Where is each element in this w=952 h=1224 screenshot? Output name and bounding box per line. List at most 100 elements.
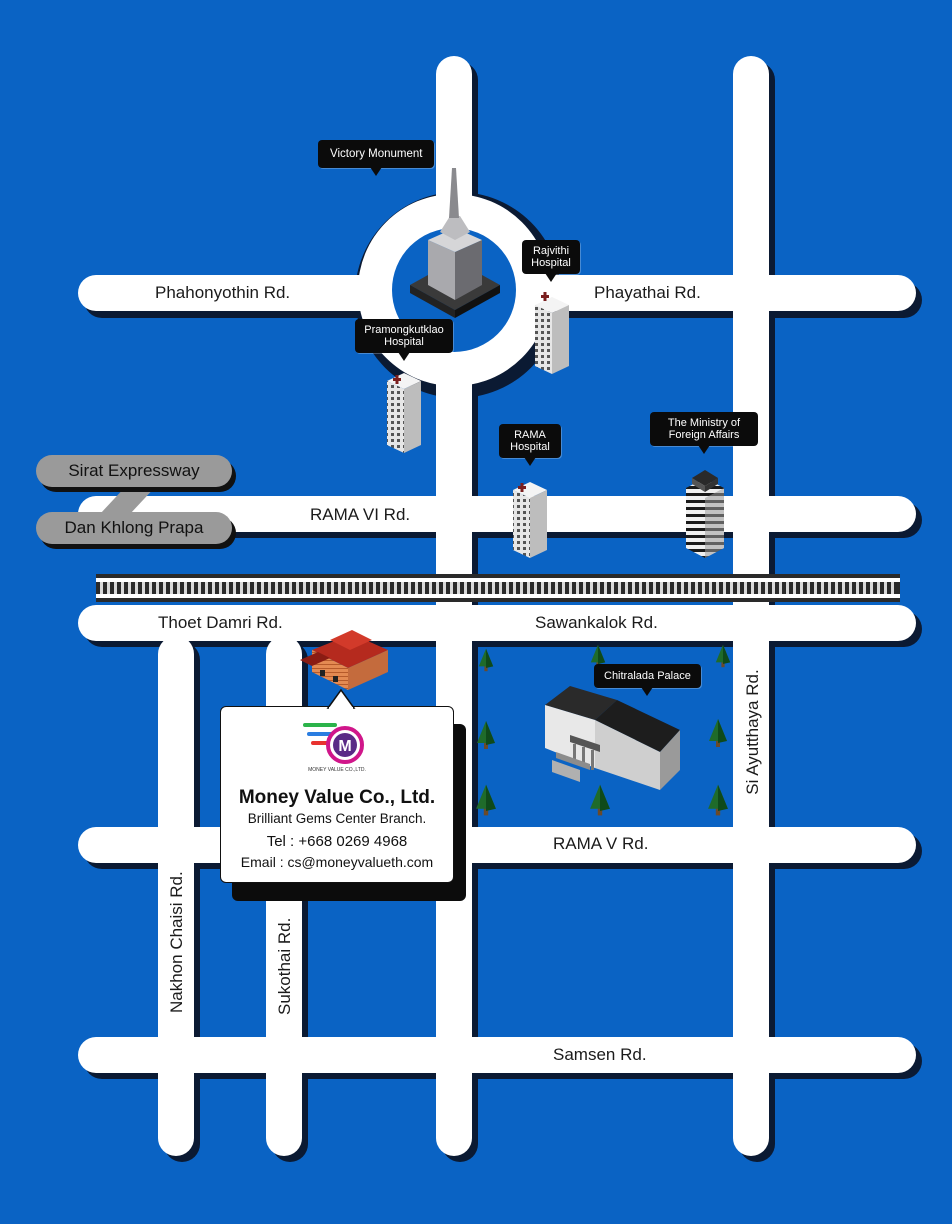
railway-sleeper (380, 582, 383, 594)
railway-sleeper (429, 582, 432, 594)
railway-sleeper (317, 582, 320, 594)
railway-sleeper (492, 582, 495, 594)
railway-sleeper (373, 582, 376, 594)
railway-sleeper (506, 582, 509, 594)
railway-sleeper (261, 582, 264, 594)
callout-rama-line1: RAMA (514, 429, 546, 441)
railway-sleeper (695, 582, 698, 594)
railway-sleeper (464, 582, 467, 594)
callout-ministry-foreign-affairs: The Ministry of Foreign Affairs (650, 412, 758, 454)
railway-sleeper (800, 582, 803, 594)
railway-sleeper (478, 582, 481, 594)
railway-sleeper (856, 582, 859, 594)
railway-sleeper (772, 582, 775, 594)
railway-sleeper (331, 582, 334, 594)
railway-sleeper (338, 582, 341, 594)
railway-sleeper (436, 582, 439, 594)
callout-ministry-line2: Foreign Affairs (668, 429, 740, 441)
railway-sleeper (163, 582, 166, 594)
railway-sleeper (527, 582, 530, 594)
railway-sleeper (849, 582, 852, 594)
callout-pramongkutklao-line1: Pramongkutklao (364, 324, 444, 336)
railway-sleeper (247, 582, 250, 594)
railway-sleeper (520, 582, 523, 594)
road-label-nakhon-chaisi: Nakhon Chaisi Rd. (167, 871, 186, 1013)
railway-sleeper (422, 582, 425, 594)
railway-sleeper (289, 582, 292, 594)
railway-sleeper (142, 582, 145, 594)
railway-sleeper (744, 582, 747, 594)
chitralada-palace-icon (545, 686, 680, 790)
railway-sleeper (709, 582, 712, 594)
railway-sleeper (611, 582, 614, 594)
railway-sleeper (114, 582, 117, 594)
company-phone[interactable]: Tel : +668 0269 4968 (266, 833, 408, 850)
railway-sleeper (723, 582, 726, 594)
railway-sleeper (884, 582, 887, 594)
railway-sleeper (296, 582, 299, 594)
railway-sleeper (156, 582, 159, 594)
road-label-rama-v: RAMA V Rd. (553, 834, 649, 853)
railway-sleeper (254, 582, 257, 594)
railway-sleeper (121, 582, 124, 594)
railway-sleeper (814, 582, 817, 594)
tree-icon (709, 719, 727, 747)
railway-sleeper (352, 582, 355, 594)
callout-rajvithi-hospital: Rajvithi Hospital (522, 240, 580, 282)
company-logo: M (301, 721, 373, 767)
railway-sleeper (282, 582, 285, 594)
railway-sleeper (541, 582, 544, 594)
callout-pramongkutklao-hospital: Pramongkutklao Hospital (355, 319, 453, 361)
railway-sleeper (842, 582, 845, 594)
railway-sleeper (730, 582, 733, 594)
railway-sleeper (408, 582, 411, 594)
railway-sleeper (576, 582, 579, 594)
expressway-connector (100, 484, 158, 514)
railway-sleeper (660, 582, 663, 594)
callout-rama-hospital: RAMA Hospital (499, 424, 561, 466)
railway-sleeper (135, 582, 138, 594)
railway-sleeper (457, 582, 460, 594)
railway-sleeper (569, 582, 572, 594)
railway-sleeper (219, 582, 222, 594)
railway-sleeper (716, 582, 719, 594)
railway-sleeper (401, 582, 404, 594)
railway-sleeper (590, 582, 593, 594)
company-email[interactable]: Email : cs@moneyvalueth.com (240, 854, 434, 870)
railway-sleeper (450, 582, 453, 594)
company-logo-text: MONEY VALUE CO.,LTD. (308, 767, 366, 773)
railway-sleeper (303, 582, 306, 594)
callout-rajvithi-line2: Hospital (531, 257, 571, 269)
card-pointer (326, 688, 356, 710)
railway-sleeper (653, 582, 656, 594)
railway-sleeper (471, 582, 474, 594)
railway-sleeper (597, 582, 600, 594)
railway-sleeper (835, 582, 838, 594)
railway-sleeper (366, 582, 369, 594)
railway-sleeper (177, 582, 180, 594)
road-label-samsen: Samsen Rd. (553, 1045, 647, 1064)
railway-sleeper (765, 582, 768, 594)
railway-sleeper (618, 582, 621, 594)
railway-sleeper (170, 582, 173, 594)
expressway-sirat: Sirat Expressway (36, 455, 232, 487)
railway-sleeper (891, 582, 894, 594)
railway-sleeper (499, 582, 502, 594)
railway-sleeper (583, 582, 586, 594)
railway-sleeper (562, 582, 565, 594)
road-si-ayutthaya (733, 56, 769, 1156)
company-name: Money Value Co., Ltd. (238, 787, 436, 808)
railway-sleeper (205, 582, 208, 594)
railway-sleeper (828, 582, 831, 594)
callout-chitralada-text: Chitralada Palace (604, 670, 691, 682)
railway-sleeper (100, 582, 103, 594)
road-label-sawankalok: Sawankalok Rd. (535, 613, 658, 632)
railway-sleeper (184, 582, 187, 594)
railway-sleeper (107, 582, 110, 594)
tree-icon (715, 644, 731, 668)
pramongkutklao-hospital-icon (387, 373, 421, 453)
company-logo-icon: M (303, 723, 364, 764)
railway-sleeper (534, 582, 537, 594)
road-rama-v (78, 827, 916, 863)
